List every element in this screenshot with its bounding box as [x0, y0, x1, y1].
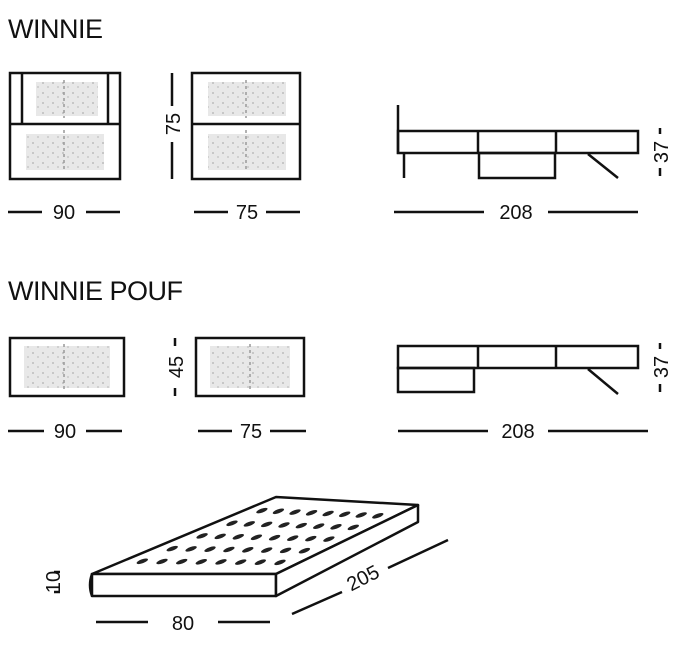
mattress-thickness-dimension: [54, 570, 60, 594]
tuft-mark: [226, 520, 238, 527]
tuft-mark: [330, 524, 342, 530]
tuft-mark: [287, 535, 299, 541]
tuft-mark: [298, 547, 311, 554]
tuft-mark: [242, 547, 254, 553]
tuft-mark: [274, 559, 286, 566]
winnie-front-width-label: 90: [53, 202, 75, 224]
winnie-pouf-front-view: [8, 336, 126, 398]
winnie-bed-profile: [396, 105, 640, 180]
tuft-mark: [215, 559, 227, 565]
tuft-mark: [261, 521, 273, 528]
mattress-width-label: 80: [172, 613, 194, 635]
tuft-mark: [214, 533, 226, 540]
mattress-isometric: [88, 495, 420, 598]
tuft-mark: [156, 558, 168, 565]
tuft-mark: [195, 559, 207, 565]
winnie-pouf-front-width-label: 90: [54, 421, 76, 443]
tuft-mark: [166, 545, 178, 552]
tuft-mark: [223, 546, 235, 553]
tuft-mark: [322, 510, 334, 517]
winnie-front-view: [8, 71, 122, 181]
winnie-pouf-height-label: 45: [166, 356, 188, 378]
winnie-height-label: 75: [163, 113, 185, 135]
tuft-mark: [256, 507, 268, 514]
tuft-mark: [289, 509, 301, 515]
tuft-mark: [313, 523, 325, 529]
tuft-mark: [196, 533, 208, 539]
tuft-mark: [136, 558, 148, 565]
tuft-mark: [235, 559, 247, 565]
tuft-mark: [279, 547, 292, 554]
tuft-mark: [272, 508, 285, 515]
winnie-pouf-title: WINNIE POUF: [8, 276, 183, 306]
winnie-bed-height-label: 37: [651, 141, 673, 163]
tuft-mark: [185, 546, 197, 552]
winnie-bed-length-label: 208: [499, 202, 532, 224]
winnie-pouf-bed-height-label: 37: [651, 356, 673, 378]
tuft-mark: [204, 546, 216, 552]
tuft-mark: [268, 534, 281, 541]
winnie-pouf-bed-length-label: 208: [501, 421, 534, 443]
tuft-mark: [243, 521, 255, 527]
tuft-mark: [347, 524, 359, 531]
tuft-mark: [232, 534, 244, 540]
winnie-pouf-side-view: [194, 336, 306, 398]
tuft-mark: [355, 512, 367, 518]
mattress-length-dimension: [291, 538, 449, 616]
winnie-pouf-side-width-label: 75: [240, 421, 262, 443]
tuft-mark: [323, 536, 335, 542]
tuft-mark: [372, 513, 384, 519]
winnie-title: WINNIE: [8, 14, 103, 44]
winnie-pouf-bed-profile: [396, 344, 640, 395]
tuft-mark: [261, 547, 273, 553]
mattress-length-label: 205: [343, 561, 383, 596]
mattress-tufting: [136, 507, 384, 566]
tuft-mark: [305, 510, 318, 516]
tuft-mark: [295, 522, 307, 529]
mattress-thickness-label: 10: [43, 571, 65, 593]
tuft-mark: [339, 511, 351, 518]
tuft-mark: [305, 535, 317, 542]
tuft-mark: [278, 522, 290, 528]
winnie-side-view: [190, 71, 302, 181]
tuft-mark: [250, 534, 263, 541]
tuft-mark: [176, 558, 188, 565]
winnie-side-width-label: 75: [236, 202, 258, 224]
tuft-mark: [254, 559, 266, 565]
